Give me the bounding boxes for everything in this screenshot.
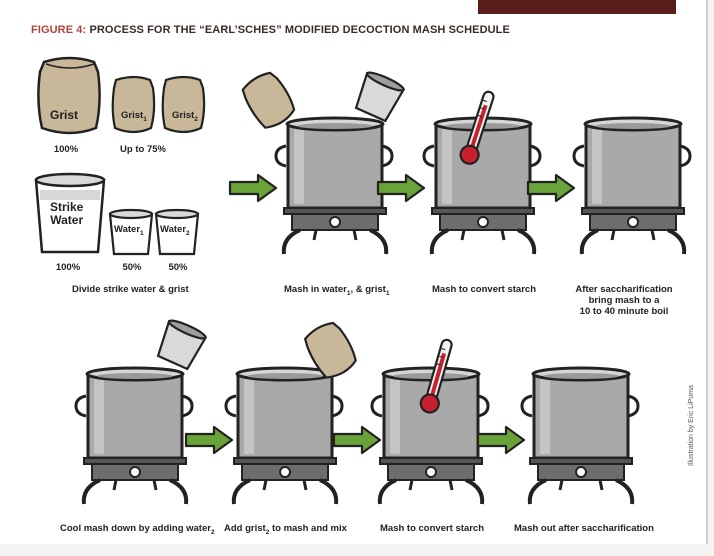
water1-percent: 50% xyxy=(122,262,142,273)
pot-mash-in xyxy=(274,116,394,256)
grist1-pouring-bag xyxy=(241,71,296,129)
step7-caption: Mash out after saccharification xyxy=(514,523,654,534)
step4-caption: Cool mash down by adding water2 xyxy=(60,523,215,536)
arrow-step-1 xyxy=(228,173,278,203)
pot-add-grist xyxy=(224,366,344,506)
grist2-bag xyxy=(161,75,206,134)
step5-caption: Add grist2 to mash and mix xyxy=(224,523,347,536)
grist-bag xyxy=(37,56,101,135)
grist-split-percent: Up to 75% xyxy=(120,144,166,155)
grist-percent: 100% xyxy=(53,144,79,155)
pot-convert-top xyxy=(422,116,542,256)
grist2-pouring-bag xyxy=(303,321,357,379)
arrow-step-5 xyxy=(184,425,234,455)
illustration-credit: Illustration by Eric LiPuma xyxy=(688,385,695,466)
strike-water-bucket xyxy=(34,172,106,254)
water2-percent: 50% xyxy=(168,262,188,273)
pot-mash-out xyxy=(520,366,640,506)
figure-title: FIGURE 4: PROCESS FOR THE “EARL’SCHES” M… xyxy=(31,24,510,36)
figure-title-text: PROCESS FOR THE “EARL’SCHES” MODIFIED DE… xyxy=(89,24,510,36)
water1-bucket xyxy=(108,208,154,256)
step1-caption: Mash in water1, & grist1 xyxy=(284,284,390,297)
water2-pouring-bucket xyxy=(156,319,208,371)
step6-caption: Mash to convert starch xyxy=(380,523,484,534)
water2-bucket xyxy=(154,208,200,256)
grist1-bag xyxy=(111,75,156,134)
arrow-step-6 xyxy=(332,425,382,455)
grist-label: Grist xyxy=(50,108,79,122)
step3-caption: After saccharification bring mash to a 1… xyxy=(575,284,673,317)
header-bar xyxy=(478,0,676,14)
pot-boil xyxy=(572,116,692,256)
grist2-label: Grist2 xyxy=(172,110,198,123)
pot-cool xyxy=(74,366,194,506)
arrow-step-7 xyxy=(476,425,526,455)
water1-pouring-bucket xyxy=(354,71,406,123)
arrow-step-3 xyxy=(526,173,576,203)
water-percent: 100% xyxy=(55,262,81,273)
grist1-label: Grist1 xyxy=(121,110,147,123)
arrow-step-2 xyxy=(376,173,426,203)
step2-caption: Mash to convert starch xyxy=(432,284,536,295)
water1-label: Water1 xyxy=(114,224,144,237)
divide-caption: Divide strike water & grist xyxy=(72,284,189,295)
water2-label: Water2 xyxy=(160,224,190,237)
figure-label: FIGURE 4: xyxy=(31,24,87,36)
